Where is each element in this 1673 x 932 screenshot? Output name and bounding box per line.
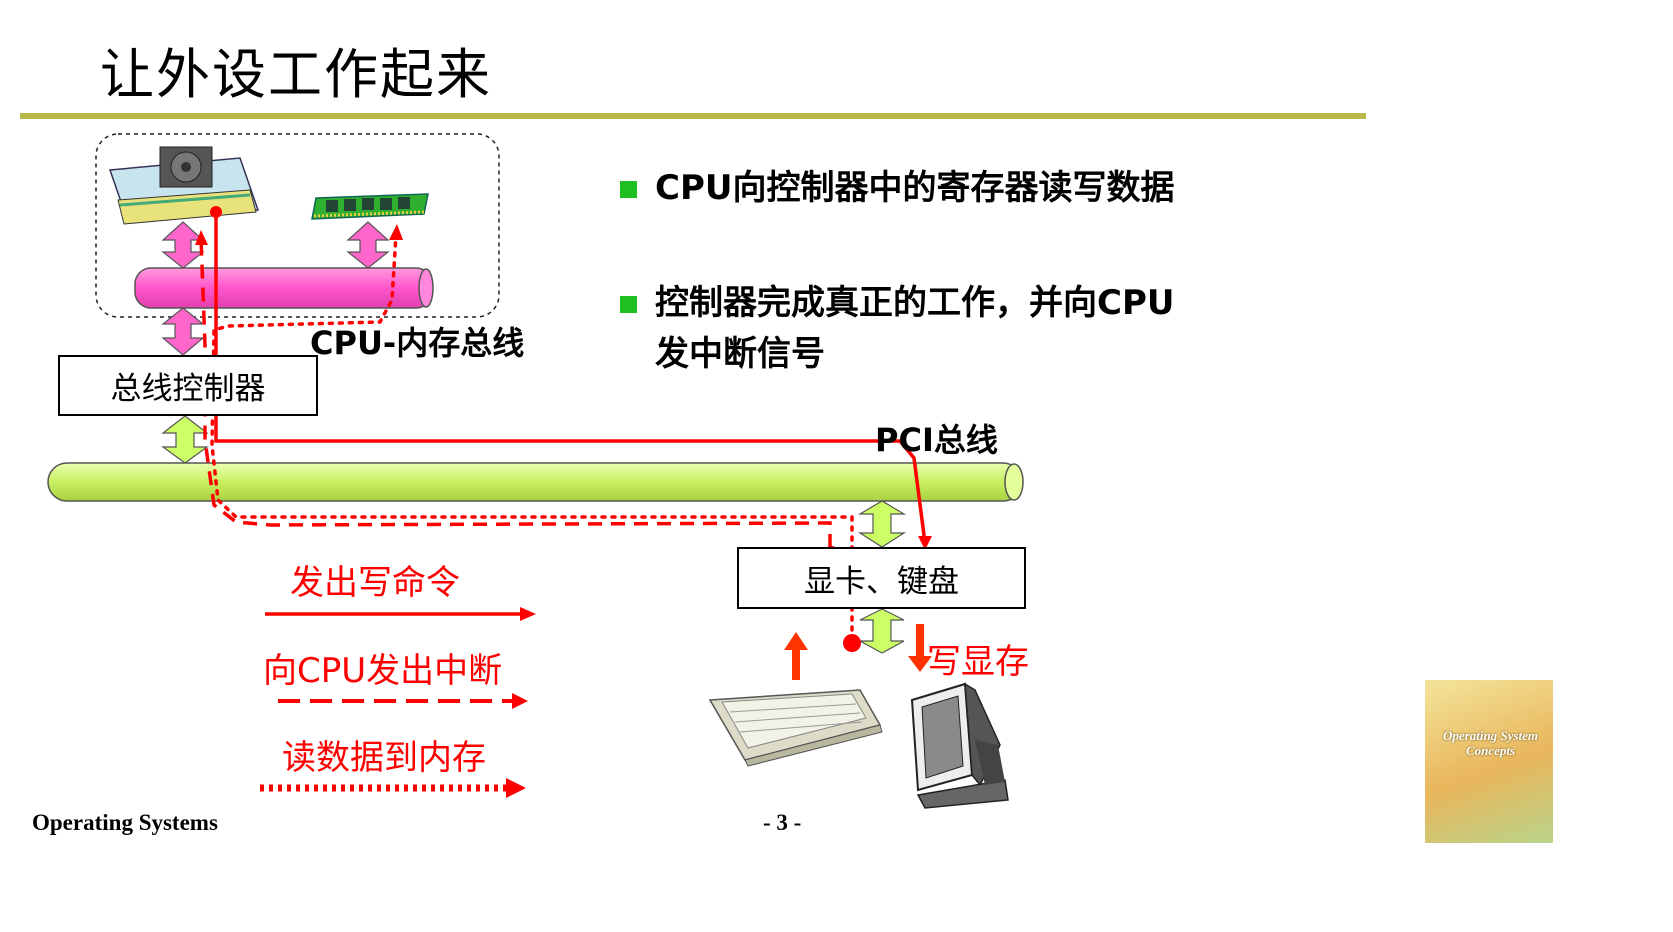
bullet-item: 控制器完成真正的工作，并向CPU发中断信号 — [620, 278, 1180, 388]
footer-course-title: Operating Systems — [32, 810, 218, 835]
legend-interrupt-label: 向CPU发出中断 — [263, 651, 503, 691]
pci-bus-arrows — [161, 415, 907, 654]
monitor-icon — [910, 682, 1009, 809]
legend-read-data-label: 读数据到内存 — [282, 738, 486, 778]
bullet-text: 控制器完成真正的工作，并向CPU发中断信号 — [655, 283, 1175, 374]
legend-solid-arrow — [265, 607, 536, 621]
keyboard-up-arrow — [784, 632, 808, 680]
read-data-path — [210, 233, 854, 642]
book-cover-image: Operating System Concepts — [1425, 680, 1553, 843]
bus-controller-box: 总线控制器 — [58, 355, 318, 416]
pci-bus — [47, 462, 1024, 502]
legend-write-command-label: 发出写命令 — [290, 563, 460, 603]
page-number: - 3 - — [763, 810, 802, 835]
book-cover-title: Operating System Concepts — [1443, 728, 1538, 758]
memory-module-icon — [311, 193, 429, 220]
pci-bus-label: PCI总线 — [875, 421, 998, 459]
cpu-icon — [108, 146, 260, 225]
bullet-item: CPU向控制器中的寄存器读写数据 — [620, 163, 1180, 273]
bullet-text: CPU向控制器中的寄存器读写数据 — [655, 168, 1175, 208]
display-keyboard-box: 显卡、键盘 — [737, 547, 1026, 609]
cpu-memory-bus-label: CPU-内存总线 — [310, 324, 525, 362]
slide-title: 让外设工作起来 — [100, 43, 492, 106]
bullet-square-icon — [620, 181, 637, 198]
cpu-memory-bus — [134, 267, 434, 309]
write-vram-label: 写显存 — [927, 642, 1029, 682]
display-down-arrow — [908, 624, 932, 672]
keyboard-icon — [708, 689, 883, 767]
bullet-square-icon — [620, 296, 637, 313]
legend-dashed-arrow — [278, 693, 528, 709]
display-keyboard-label: 显卡、键盘 — [804, 563, 959, 600]
bus-controller-label: 总线控制器 — [110, 371, 266, 407]
cpu-memory-group — [95, 133, 500, 318]
title-divider — [20, 113, 1366, 119]
cpu-memory-bus-arrows — [161, 221, 390, 356]
legend-dotted-arrow — [260, 778, 526, 798]
